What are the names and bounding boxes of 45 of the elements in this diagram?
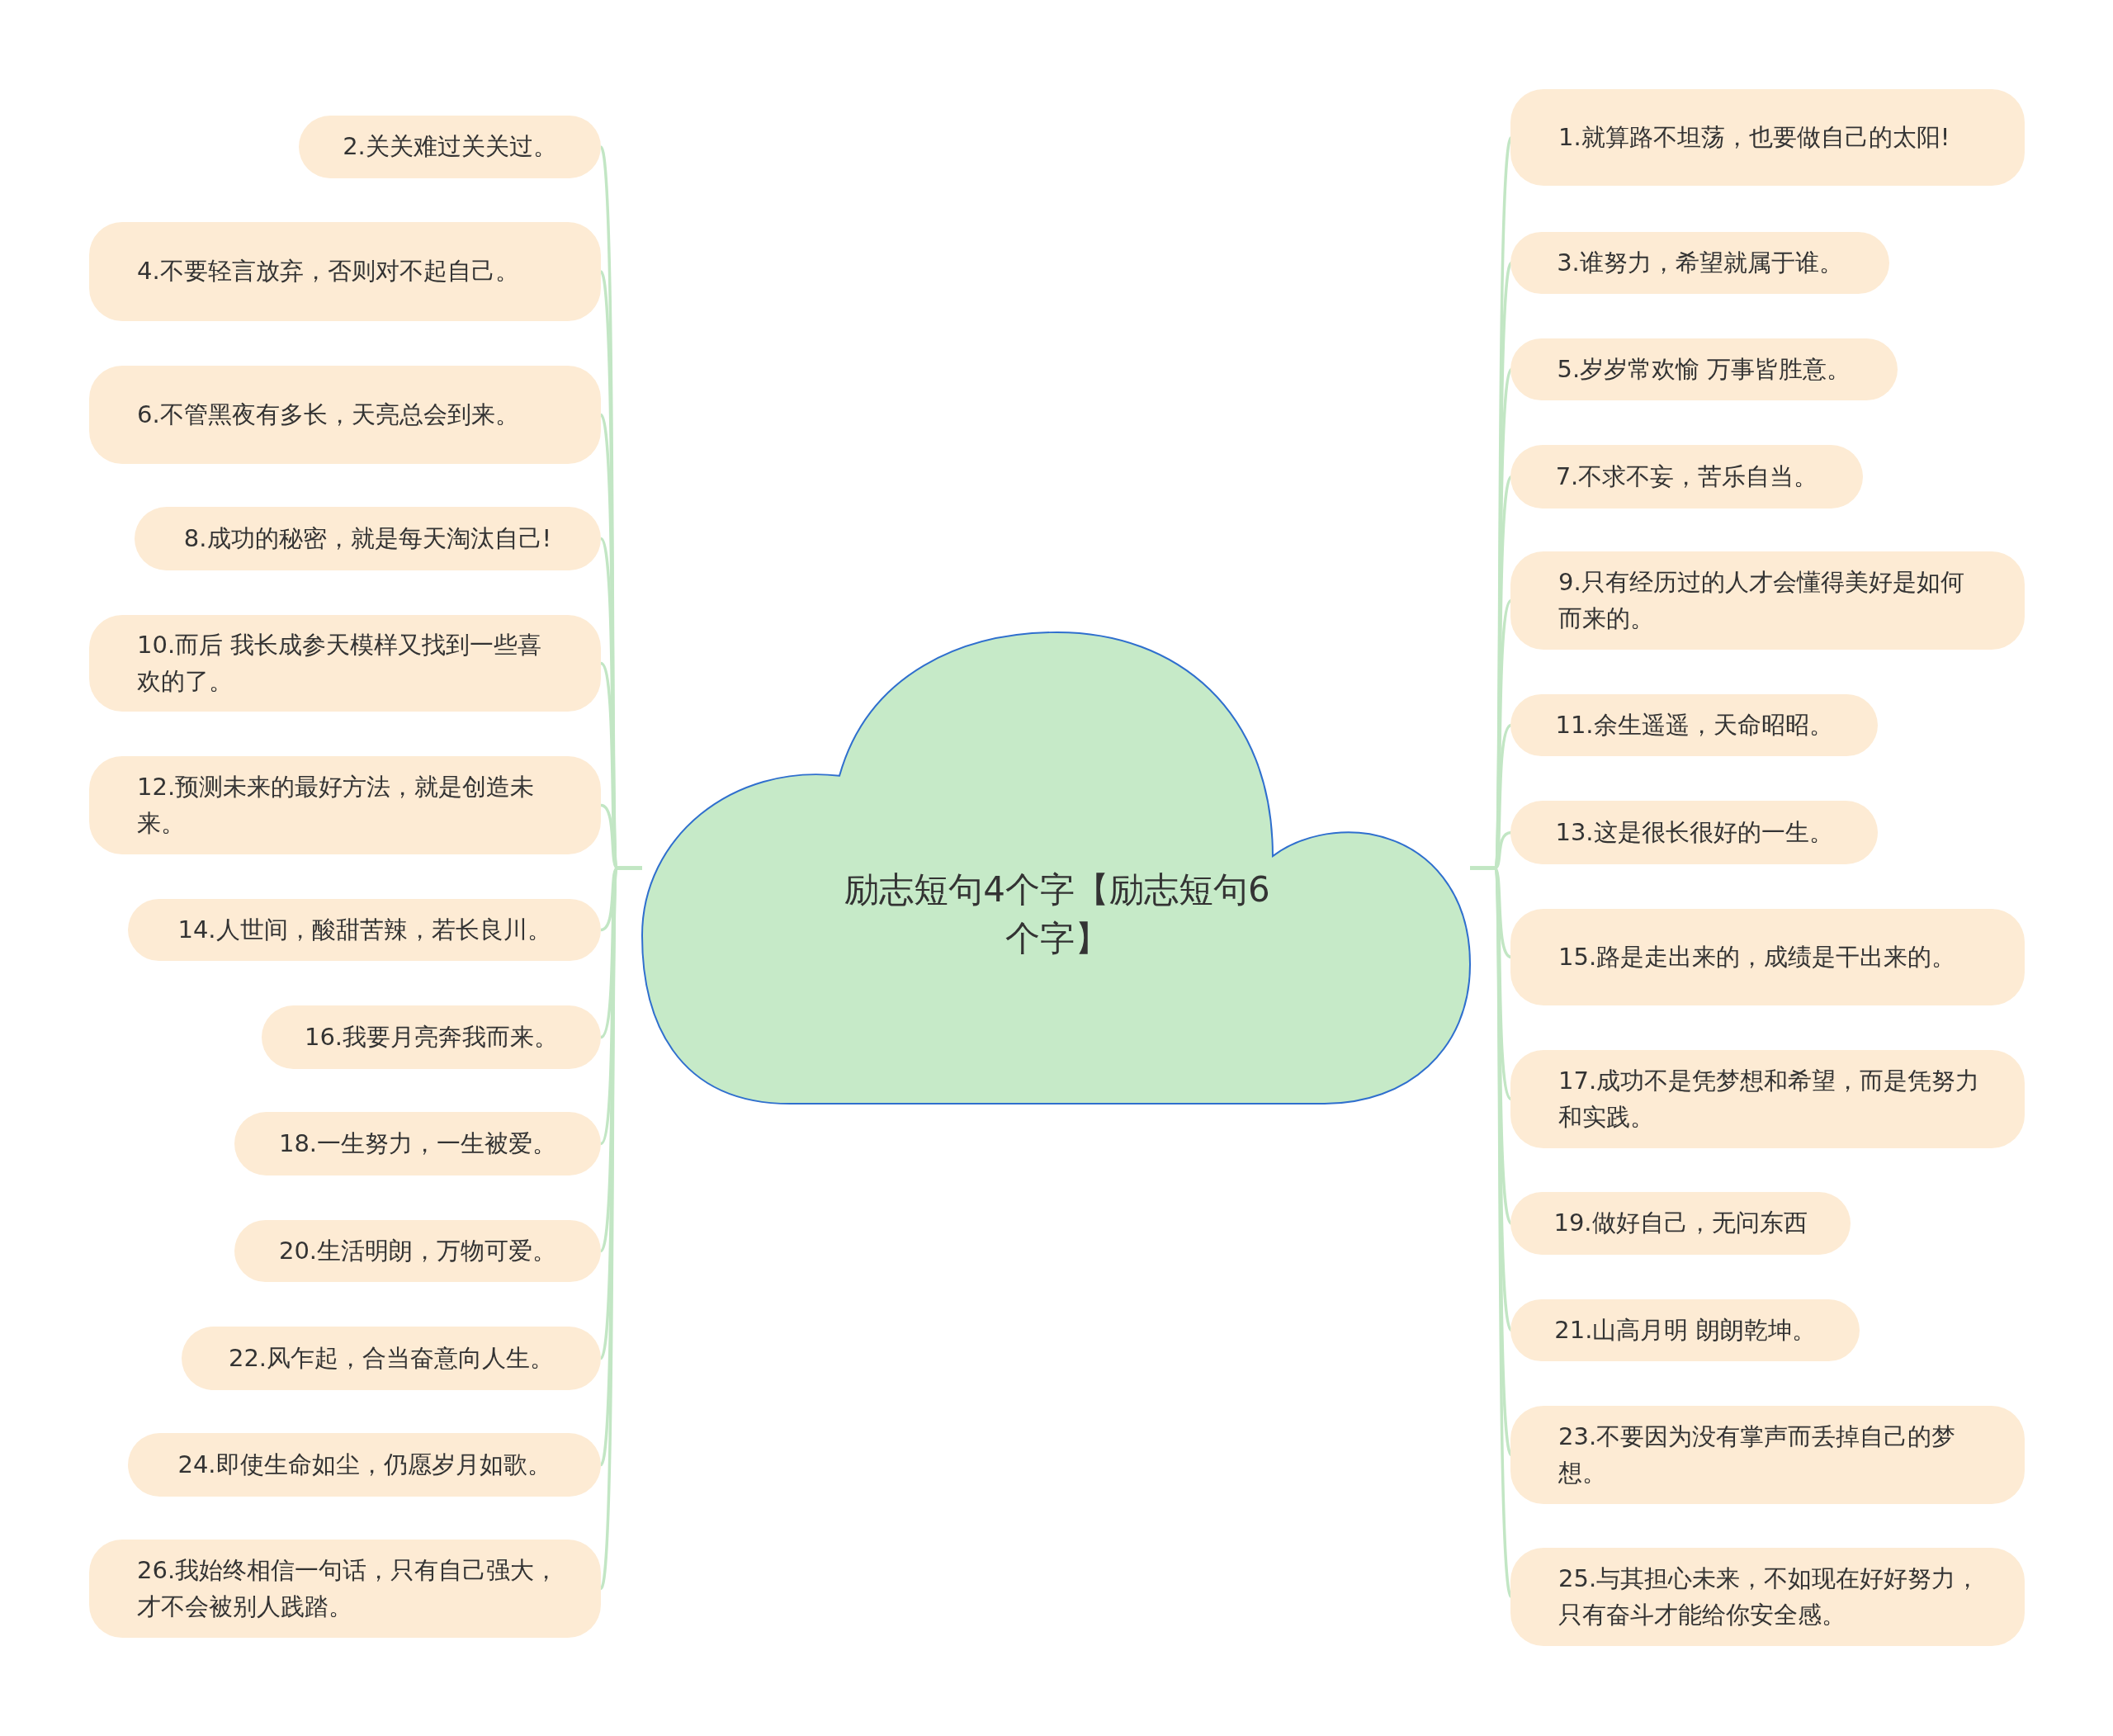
topic-text: 20.生活明朗，万物可爱。: [278, 1235, 557, 1266]
topic-text: 12.预测未来的最好方法，就是创造未来。: [137, 772, 536, 839]
topic-box: [1510, 551, 2025, 650]
topic-text: 3.谁努力，希望就属于谁。: [1557, 247, 1843, 278]
topic-text: 21.山高月明 朗朗乾坤。: [1554, 1314, 1816, 1346]
topic-text: 8.成功的秘密，就是每天淘汰自己!: [183, 523, 552, 554]
topic-text: 17.成功不是凭梦想和希望，而是凭努力和实践。: [1558, 1066, 1981, 1133]
topic-text: 5.岁岁常欢愉 万事皆胜意。: [1557, 353, 1851, 385]
topic-box: [299, 116, 601, 178]
topic-box: [1510, 909, 2025, 1005]
topic-box: [89, 222, 601, 321]
topic-box: [1510, 1050, 2025, 1148]
topic-box: [1510, 89, 2025, 186]
topic-box: [1510, 1192, 1851, 1255]
topic-box: [1510, 1406, 2025, 1504]
topic-box: [89, 1540, 601, 1638]
topic-text: 14.人世间，酸甜苦辣，若长良川。: [177, 914, 551, 945]
topic-text: 13.这是很长很好的一生。: [1555, 816, 1833, 848]
topic-box: [89, 366, 601, 464]
topic-text: 1.就算路不坦荡，也要做自己的太阳!: [1558, 121, 1950, 153]
topic-box: [128, 1433, 601, 1497]
topic-text: 10.而后 我长成参天模样又找到一些喜欢的了。: [137, 630, 543, 697]
topic-box: [1510, 338, 1898, 400]
topic-text: 16.我要月亮奔我而来。: [304, 1021, 559, 1052]
topic-text: 11.余生遥遥，天命昭昭。: [1555, 709, 1833, 740]
topic-text: 22.风乍起，合当奋意向人生。: [228, 1342, 555, 1374]
topic-text: 15.路是走出来的，成绩是干出来的。: [1558, 941, 1956, 972]
topic-box: [89, 756, 601, 854]
topic-text: 18.一生努力，一生被爱。: [278, 1128, 557, 1159]
central-topic-text: 励志短句4个字【励志短句6个字】: [844, 868, 1271, 960]
topic-box: [1510, 232, 1889, 294]
topic-box: [1510, 1299, 1860, 1361]
topic-text: 4.不要轻言放弃，否则对不起自己。: [137, 256, 519, 287]
topic-box: [89, 615, 601, 712]
topic-box: [1510, 1548, 2025, 1646]
topic-box: [1510, 445, 1863, 509]
topic-text: 24.即使生命如尘，仍愿岁月如歌。: [177, 1449, 551, 1480]
topic-text: 25.与其担心未来，不如现在好好努力，只有奋斗才能给你安全感。: [1558, 1563, 1981, 1630]
topic-text: 7.不求不妄，苦乐自当。: [1555, 461, 1818, 492]
topic-text: 2.关关难过关关过。: [343, 131, 557, 163]
topic-text: 6.不管黑夜有多长，天亮总会到来。: [137, 399, 519, 430]
topic-text: 26.我始终相信一句话，只有自己强大，才不会被别人践踏。: [137, 1555, 560, 1622]
topic-text: 19.做好自己，无问东西: [1553, 1208, 1808, 1239]
topic-text: 9.只有经历过的人才会懂得美好是如何而来的。: [1558, 567, 1965, 634]
topic-text: 23.不要因为没有掌声而丢掉自己的梦想。: [1558, 1421, 1957, 1488]
